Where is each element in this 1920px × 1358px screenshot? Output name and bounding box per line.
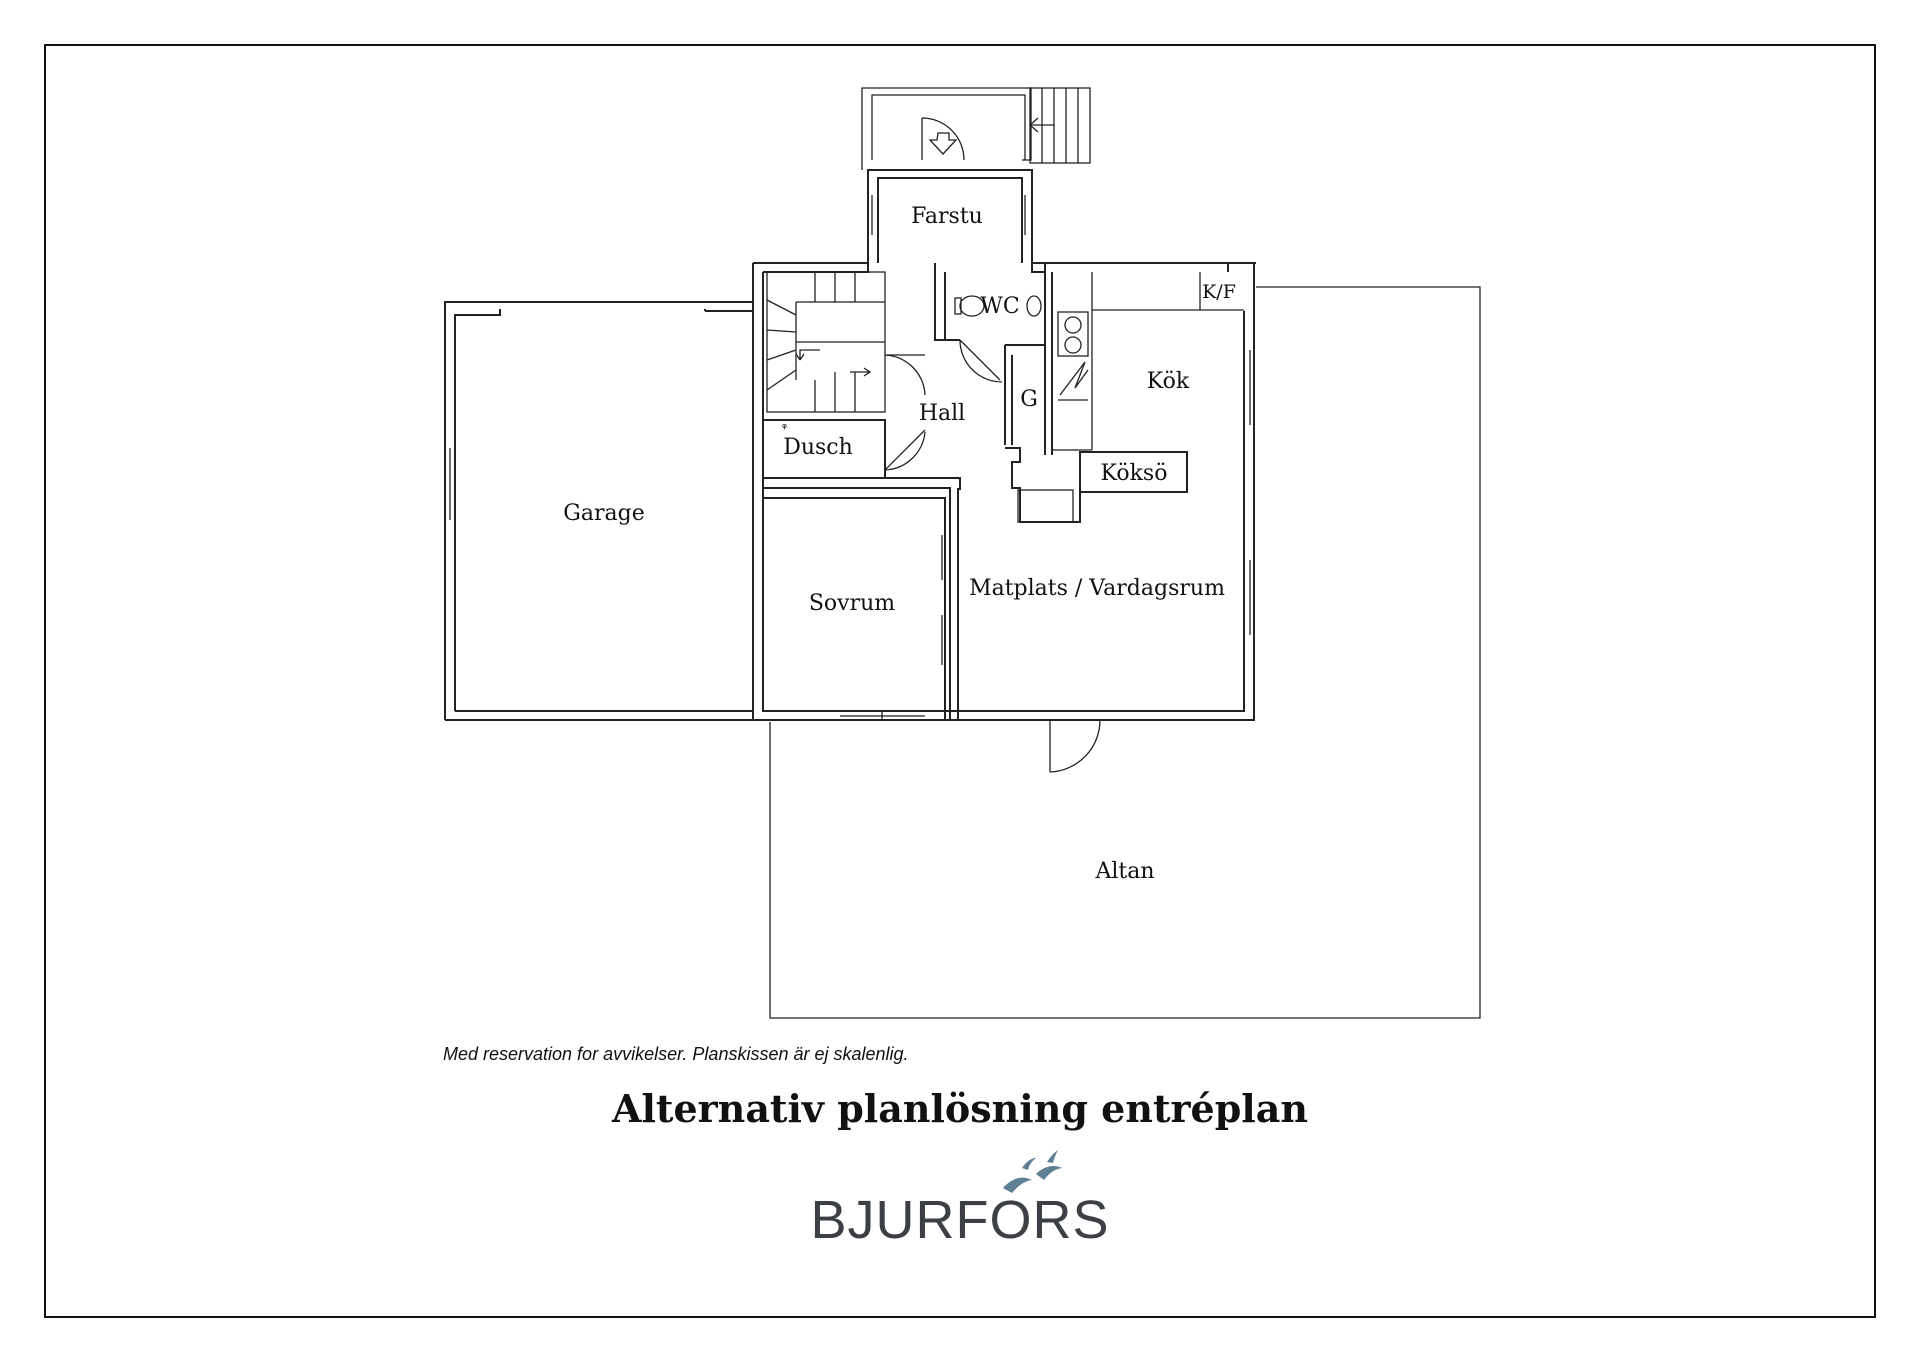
- fireplace-hearth: [1017, 489, 1074, 523]
- room-label-matplats: Matplats / Vardagsrum: [969, 576, 1225, 601]
- room-label-wc: WC: [980, 294, 1019, 319]
- kitchen-sink-icon: [1057, 311, 1089, 357]
- koksoe-island: [1079, 451, 1188, 493]
- room-label-g: G: [1020, 387, 1038, 412]
- room-label-koksoe: Köksö: [1101, 461, 1168, 486]
- room-label-sovrum: Sovrum: [809, 591, 895, 616]
- hall-door-stairs: [884, 354, 926, 396]
- page-border: [44, 44, 1876, 1318]
- plan-title: Alternativ planlösning entréplan: [611, 1086, 1308, 1131]
- wc-toilet-icon: [959, 295, 985, 317]
- interior-stairs: [766, 271, 886, 413]
- altan-door-swing: [1049, 719, 1101, 773]
- wc-sink-icon: [1026, 295, 1042, 317]
- altan-outline: [769, 286, 1481, 1019]
- brand-logo: BJURFORS: [810, 1150, 1109, 1250]
- room-label-kf: K/F: [1202, 281, 1236, 303]
- fireplace: [1005, 447, 1081, 523]
- garage-walls: [444, 301, 754, 721]
- room-label-altan: Altan: [1094, 859, 1154, 884]
- dusch-tap-icon: ᵩ: [782, 417, 787, 431]
- kitchen-counter: [1051, 272, 1244, 451]
- room-label-hall: Hall: [919, 401, 965, 426]
- room-label-farstu: Farstu: [911, 204, 983, 229]
- wc-door-swing: [959, 339, 1003, 383]
- disclaimer-text: Med reservation for avvikelser. Planskis…: [443, 1044, 909, 1064]
- g-closet-walls: [1004, 344, 1045, 445]
- brand-wordmark: BJURFORS: [810, 1190, 1109, 1250]
- wc-walls: [934, 263, 1053, 455]
- dusch-door-swing: [884, 429, 926, 471]
- floor-plan: ᵩ Farstu WC K/F: [444, 87, 1481, 1019]
- bird-icon: [1003, 1150, 1062, 1193]
- dusch-walls: [763, 419, 961, 490]
- sovrum-walls: [763, 487, 959, 720]
- room-label-kok: Kök: [1147, 369, 1190, 394]
- room-label-garage: Garage: [563, 501, 644, 526]
- entrance-arrow-icon: [928, 132, 958, 155]
- entrance-door-swing: [921, 117, 965, 161]
- exterior-steps: [1029, 87, 1091, 164]
- room-label-dusch: Dusch: [783, 435, 853, 460]
- farstu-walls: [861, 87, 1032, 170]
- kitchen-dishwasher-icon: [1059, 361, 1089, 396]
